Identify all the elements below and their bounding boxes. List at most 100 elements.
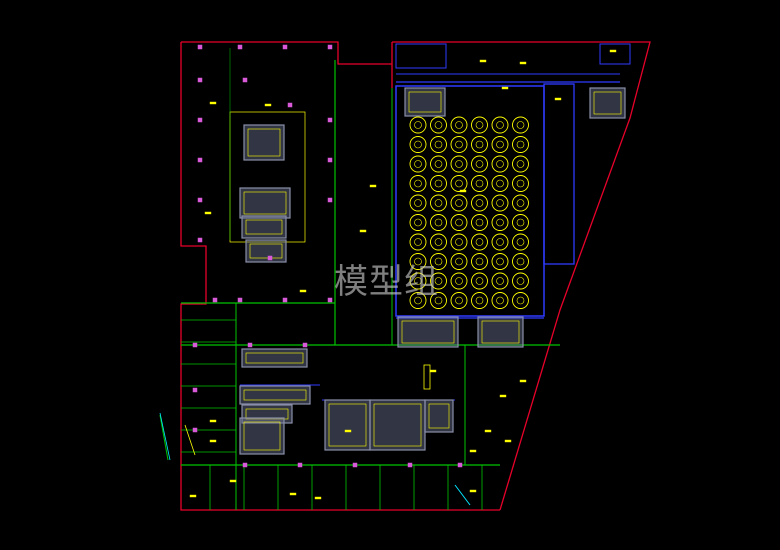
- banquet-table: [512, 136, 529, 153]
- banquet-table-centre: [496, 277, 504, 285]
- banquet-table-centre: [516, 179, 525, 188]
- column-marker: [197, 157, 203, 163]
- annotation-mark: [314, 496, 322, 500]
- banquet-table: [430, 292, 447, 309]
- banquet-table: [491, 214, 509, 231]
- banquet-table: [491, 253, 509, 270]
- banquet-table: [409, 194, 427, 212]
- banquet-table-centre: [475, 140, 484, 149]
- banquet-table-centre: [434, 160, 443, 168]
- entry-canopy-detail: [159, 412, 171, 461]
- banquet-table: [450, 116, 468, 134]
- annotation-mark: [499, 394, 507, 398]
- banquet-table: [512, 194, 529, 212]
- building-outline: [180, 41, 651, 511]
- annotation-mark: [209, 101, 217, 105]
- banquet-table-centre: [434, 238, 443, 246]
- column-marker: [327, 117, 333, 123]
- annotation-mark: [484, 429, 492, 433]
- column-marker: [192, 387, 198, 393]
- service-core-block: [239, 385, 311, 405]
- ramp-detail: [454, 484, 471, 506]
- banquet-table-centre: [414, 199, 422, 207]
- annotation-mark: [264, 103, 272, 107]
- elevator-shaft-outline: [373, 403, 422, 447]
- column-marker: [297, 462, 303, 468]
- banquet-table: [512, 214, 529, 231]
- banquet-table: [471, 175, 488, 192]
- entry-detail: [184, 424, 196, 456]
- annotation-mark: [429, 369, 437, 373]
- banquet-table: [471, 116, 488, 134]
- fixture-details: [159, 49, 617, 506]
- service-core-block: [241, 215, 287, 239]
- banquet-table: [430, 155, 447, 173]
- banquet-table-centre: [455, 121, 463, 129]
- banquet-table: [471, 253, 488, 270]
- banquet-table: [512, 292, 529, 309]
- banquet-table-centre: [475, 179, 484, 188]
- elevator-shaft-outline: [249, 243, 283, 259]
- banquet-table-centre: [414, 160, 422, 168]
- banquet-table-centre: [434, 257, 443, 266]
- column-marker: [212, 297, 218, 303]
- banquet-table-centre: [414, 140, 422, 149]
- banquet-table-centre: [455, 238, 463, 246]
- banquet-table: [491, 292, 509, 309]
- banquet-table: [450, 214, 468, 231]
- banquet-table-centre: [516, 277, 525, 285]
- banquet-table: [471, 233, 488, 251]
- interior-walls: [159, 48, 560, 510]
- elevator-shaft-outline: [401, 320, 455, 344]
- elevator-shaft-outline: [245, 352, 304, 364]
- service-core-block: [477, 316, 524, 348]
- banquet-table-centre: [496, 179, 504, 188]
- banquet-table: [450, 136, 468, 153]
- column-marker: [237, 44, 243, 50]
- banquet-table: [471, 194, 488, 212]
- annotation-mark: [479, 59, 487, 63]
- banquet-table: [471, 272, 488, 290]
- column-marker: [192, 427, 198, 433]
- banquet-table: [430, 175, 447, 192]
- banquet-table: [450, 272, 468, 290]
- banquet-hall-tables: [409, 116, 529, 309]
- banquet-table: [430, 253, 447, 270]
- banquet-table-centre: [455, 160, 463, 168]
- banquet-table: [491, 155, 509, 173]
- banquet-table-centre: [414, 218, 422, 227]
- service-core-block: [424, 399, 454, 433]
- elevator-shaft-outline: [428, 403, 450, 429]
- banquet-table-centre: [475, 121, 484, 129]
- banquet-table-centre: [516, 199, 525, 207]
- banquet-table: [430, 272, 447, 290]
- banquet-table-centre: [516, 218, 525, 227]
- column-marker: [282, 44, 288, 50]
- column-marker: [327, 297, 333, 303]
- banquet-table-centre: [475, 257, 484, 266]
- banquet-table-centre: [475, 218, 484, 227]
- banquet-table-centre: [516, 140, 525, 149]
- banquet-table: [491, 272, 509, 290]
- service-core-block: [243, 124, 285, 161]
- column-marker: [242, 77, 248, 83]
- column-markers: [192, 44, 463, 468]
- service-core-block: [245, 239, 287, 263]
- banquet-table: [409, 136, 427, 153]
- banquet-table: [409, 272, 427, 290]
- banquet-table-centre: [434, 296, 443, 305]
- elevator-shaft-outline: [245, 219, 283, 235]
- column-marker: [457, 462, 463, 468]
- column-marker: [197, 117, 203, 123]
- banquet-table: [491, 175, 509, 192]
- annotation-mark: [469, 449, 477, 453]
- elevator-shaft-outline: [593, 91, 622, 115]
- banquet-table: [491, 194, 509, 212]
- banquet-table: [409, 155, 427, 173]
- banquet-table-centre: [434, 179, 443, 188]
- banquet-table-centre: [414, 296, 422, 305]
- banquet-table-centre: [516, 296, 525, 305]
- banquet-table: [471, 292, 488, 309]
- banquet-table-centre: [496, 140, 504, 149]
